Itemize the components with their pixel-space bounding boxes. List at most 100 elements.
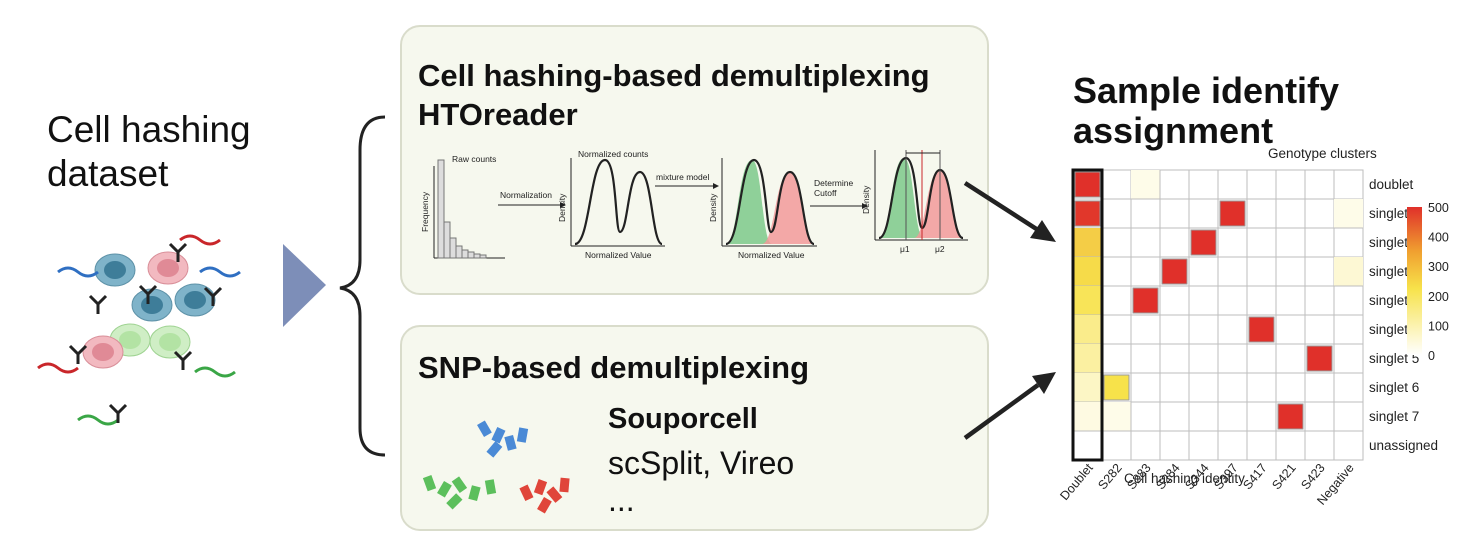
normalization-label: Normalization bbox=[500, 190, 552, 200]
heatmap-cell bbox=[1217, 256, 1248, 287]
heatmap-value-cell bbox=[1161, 258, 1188, 285]
heatmap-value-cell bbox=[1277, 403, 1304, 430]
antibody-icon bbox=[203, 286, 223, 306]
dna-tag-green-1 bbox=[194, 366, 236, 378]
row-label: singlet 5 bbox=[1369, 351, 1419, 366]
heatmap-cell bbox=[1333, 285, 1364, 316]
heatmap-cell bbox=[1130, 198, 1161, 229]
row-label: singlet 7 bbox=[1369, 409, 1419, 424]
cell-cluster-illustration bbox=[37, 234, 241, 426]
heatmap-value-cell bbox=[1073, 402, 1102, 431]
heatmap-cell bbox=[1101, 314, 1132, 345]
heatmap-cell bbox=[1246, 169, 1277, 200]
doublet-column-outline bbox=[1071, 168, 1104, 462]
heatmap-cell bbox=[1246, 227, 1277, 258]
genotype-clusters-label: Genotype clusters bbox=[1268, 146, 1377, 161]
snp-title: SNP-based demultiplexing bbox=[418, 350, 810, 385]
heatmap-value-cell bbox=[1190, 229, 1217, 256]
heatmap-cell bbox=[1217, 285, 1248, 316]
heatmap-cell bbox=[1101, 227, 1132, 258]
heatmap-cell bbox=[1275, 430, 1306, 461]
heatmap-cell bbox=[1159, 343, 1190, 374]
heatmap-cell bbox=[1275, 343, 1306, 374]
heatmap-cell bbox=[1130, 227, 1161, 258]
heatmap-cell bbox=[1275, 198, 1306, 229]
colorbar-tick-label: 100 bbox=[1428, 319, 1449, 333]
snp-tool-souporcell: Souporcell bbox=[608, 403, 758, 435]
heatmap-cell bbox=[1159, 198, 1190, 229]
heatmap-cell bbox=[1159, 430, 1190, 461]
colorbar-tick-label: 200 bbox=[1428, 290, 1449, 304]
heatmap-value-cell bbox=[1073, 315, 1102, 344]
row-label: singlet 2 bbox=[1369, 264, 1419, 279]
density-axis-label-2: Density bbox=[708, 193, 718, 222]
heatmap-cell bbox=[1217, 314, 1248, 345]
heatmap-cell bbox=[1304, 285, 1335, 316]
heatmap-cell bbox=[1217, 343, 1248, 374]
heatmap-value-cell bbox=[1132, 287, 1159, 314]
dna-tag-blue bbox=[57, 266, 99, 278]
column-label: S282 bbox=[1095, 461, 1125, 492]
heatmap-cell bbox=[1101, 256, 1132, 287]
brace bbox=[339, 115, 386, 457]
heatmap-cell bbox=[1130, 401, 1161, 432]
heatmap-cell bbox=[1072, 430, 1103, 461]
heatmap-cell bbox=[1246, 401, 1277, 432]
chromosome-red bbox=[519, 477, 570, 514]
heatmap-cell bbox=[1304, 256, 1335, 287]
arrow-snp-to-heatmap bbox=[963, 372, 1056, 440]
heatmap-cell bbox=[1217, 372, 1248, 403]
heatmap-cell bbox=[1188, 314, 1219, 345]
heatmap-cell bbox=[1101, 198, 1132, 229]
cell-hashing-identity-label: Cell hashing identity bbox=[1124, 471, 1245, 486]
antibody-icon bbox=[173, 350, 193, 370]
heatmap-cell bbox=[1275, 314, 1306, 345]
heatmap-value-cell bbox=[1219, 200, 1246, 227]
heatmap-cell bbox=[1130, 343, 1161, 374]
heatmap-value-cell bbox=[1073, 228, 1102, 257]
determine-label: Determine bbox=[814, 178, 853, 188]
heatmap-cell bbox=[1333, 169, 1364, 200]
heatmap-cell bbox=[1188, 169, 1219, 200]
heatmap-cell bbox=[1188, 372, 1219, 403]
mu1-label: μ1 bbox=[900, 244, 910, 254]
colorbar-tick-label: 300 bbox=[1428, 260, 1449, 274]
heatmap-cell bbox=[1246, 285, 1277, 316]
cutoff-label: Cutoff bbox=[814, 188, 837, 198]
cell-blue-3 bbox=[174, 283, 216, 317]
heatmap-cell bbox=[1188, 343, 1219, 374]
heatmap-cell bbox=[1246, 430, 1277, 461]
row-label: singlet 3 bbox=[1369, 293, 1419, 308]
result-title-line1: Sample identify bbox=[1073, 70, 1340, 111]
heatmap-cell bbox=[1304, 169, 1335, 200]
dna-tag-red-2 bbox=[37, 362, 79, 374]
heatmap-value-cell bbox=[1103, 374, 1130, 401]
mixture-model-plot: Density Normalized Value bbox=[708, 158, 817, 260]
heatmap-cell bbox=[1275, 227, 1306, 258]
snp-chromosome-illustration bbox=[422, 420, 570, 514]
column-label: S421 bbox=[1269, 461, 1299, 492]
antibody-icon bbox=[138, 284, 158, 304]
heatmap-cell bbox=[1101, 430, 1132, 461]
dataset-title-line2: dataset bbox=[47, 153, 169, 194]
heatmap-value-cell bbox=[1102, 402, 1131, 431]
heatmap-cell bbox=[1246, 343, 1277, 374]
dna-tag-red-1 bbox=[179, 234, 221, 246]
heatmap-cell bbox=[1246, 372, 1277, 403]
heatmap-value-cell bbox=[1073, 286, 1102, 315]
colorbar bbox=[1407, 207, 1422, 355]
heatmap-value-cell bbox=[1334, 199, 1363, 228]
heatmap-cell bbox=[1275, 169, 1306, 200]
normalized-value-label-2: Normalized Value bbox=[738, 250, 805, 260]
dataset-title-line1: Cell hashing bbox=[47, 109, 251, 150]
heatmap-cell bbox=[1159, 285, 1190, 316]
chromosome-blue bbox=[477, 420, 529, 458]
heatmap-cell bbox=[1333, 401, 1364, 432]
heatmap-cell bbox=[1333, 430, 1364, 461]
cell-pink-2 bbox=[82, 335, 124, 369]
heatmap-cell bbox=[1275, 256, 1306, 287]
row-label: doublet bbox=[1369, 177, 1414, 192]
frequency-axis-label: Frequency bbox=[420, 191, 430, 232]
